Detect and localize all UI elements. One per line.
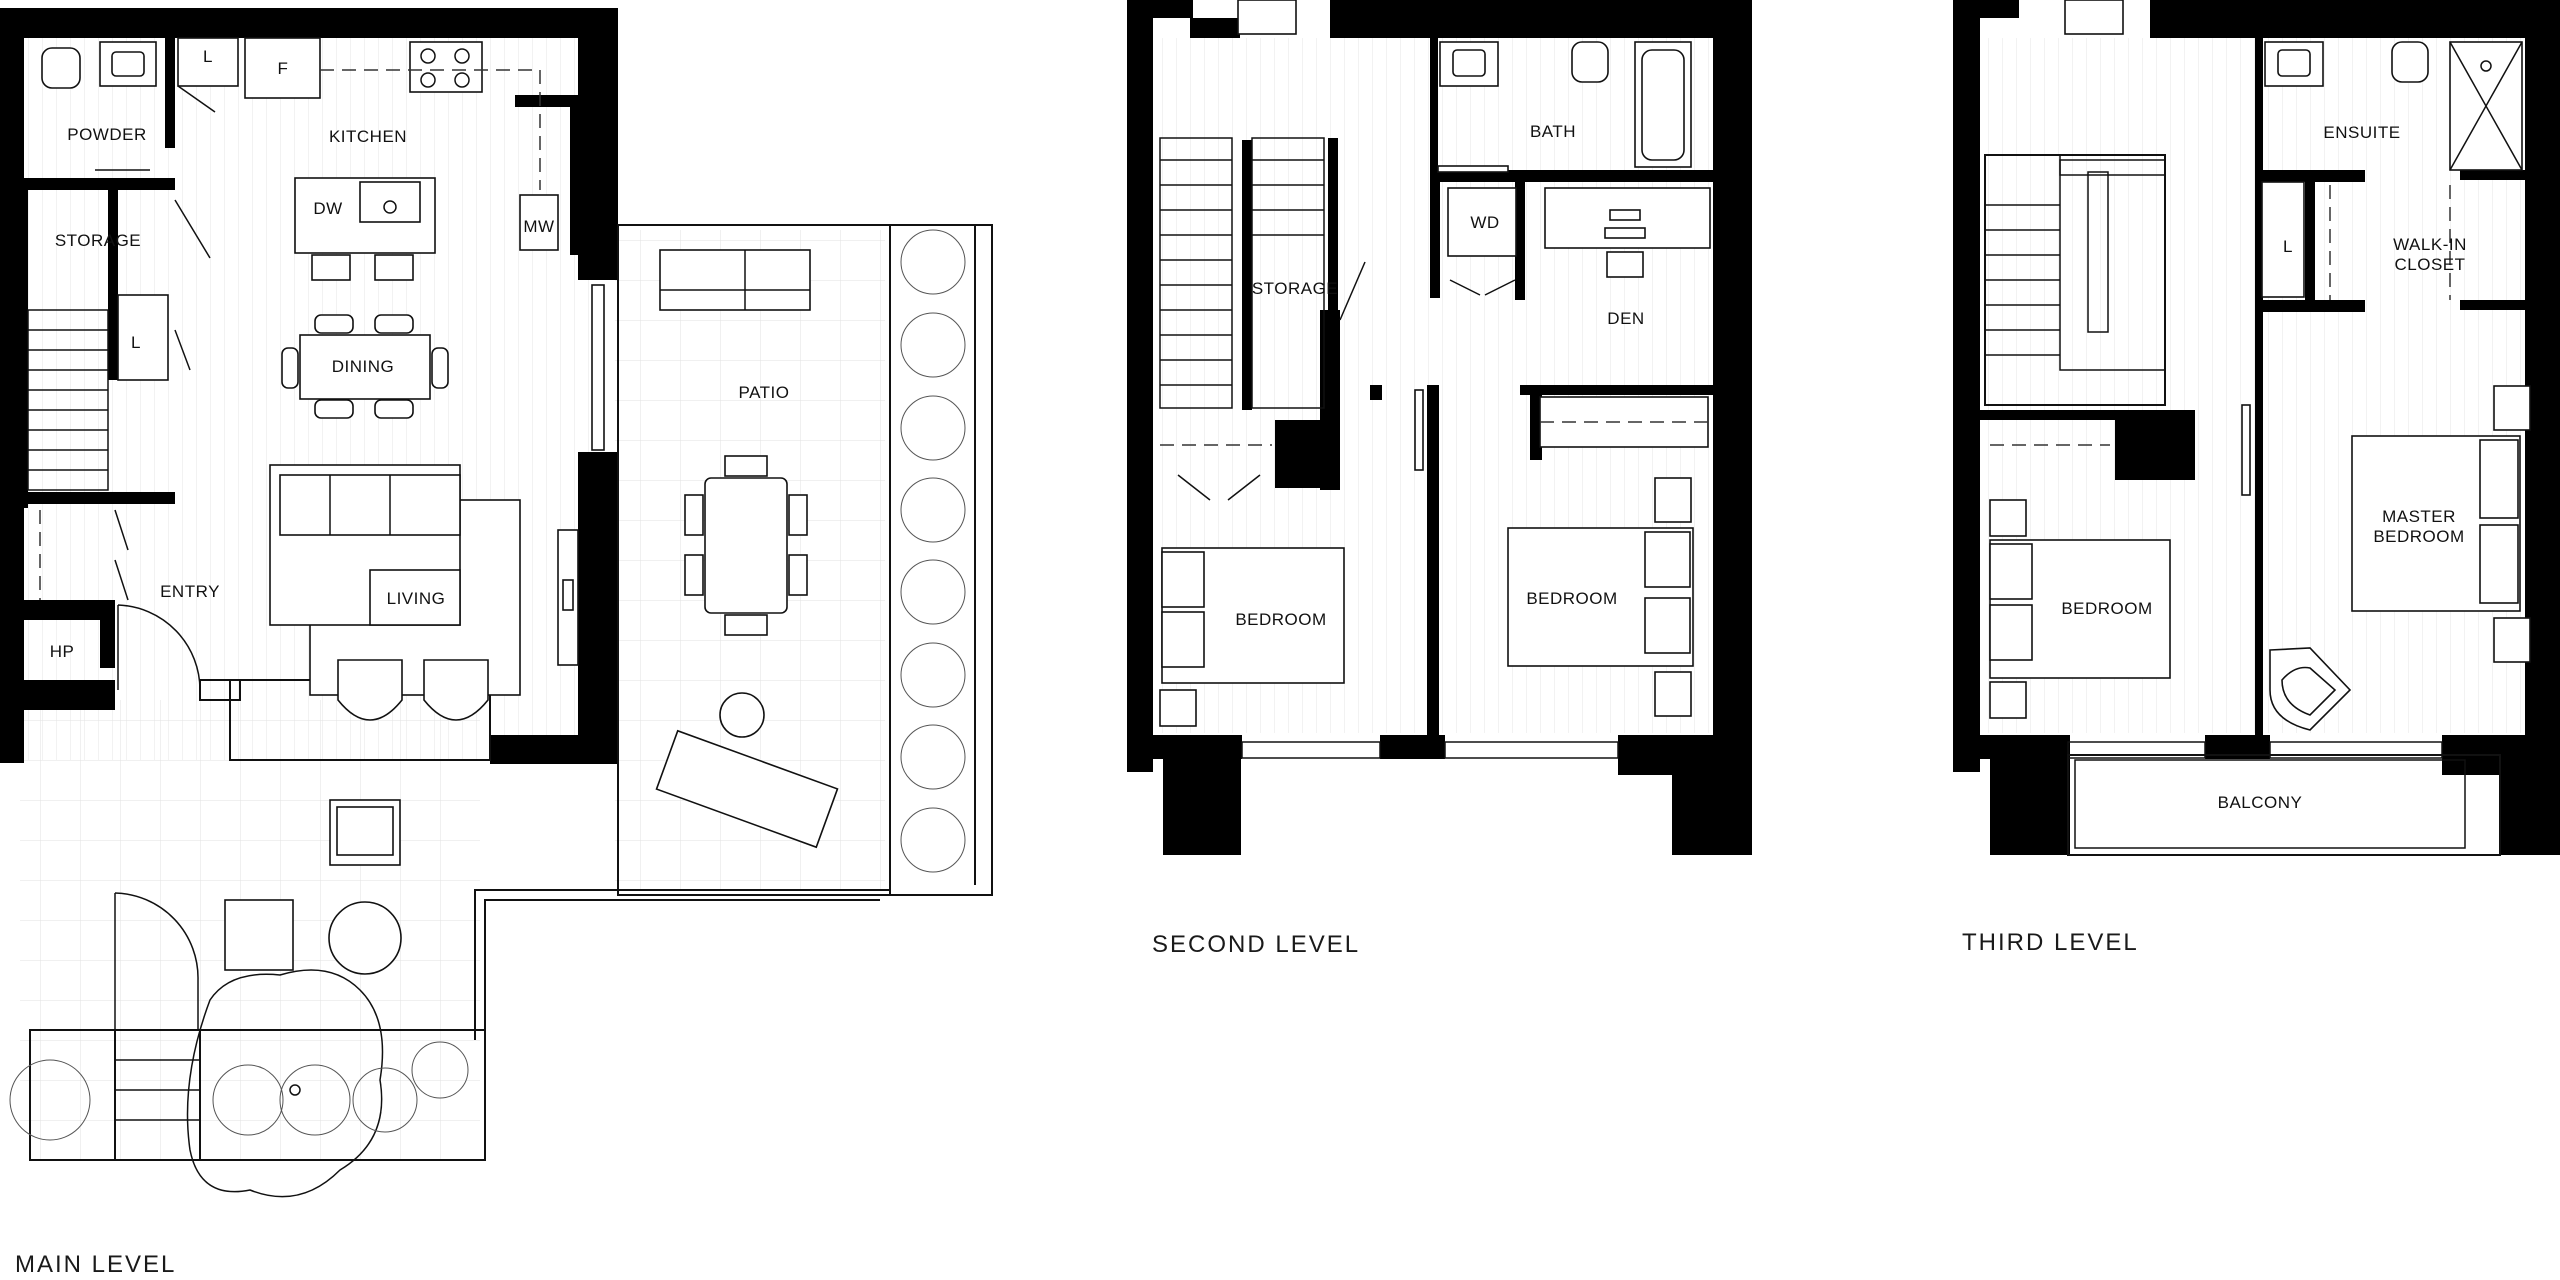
dining-label: DINING (332, 357, 395, 376)
dishwasher-label: DW (313, 199, 342, 218)
hp-label: HP (50, 642, 75, 661)
main-stairs (27, 309, 109, 491)
kitchen-label: KITCHEN (329, 127, 407, 146)
washer-dryer-label: WD (1470, 213, 1499, 232)
linen-stair-label: L (131, 333, 141, 352)
patio-planters (900, 229, 966, 873)
third-level-title: THIRD LEVEL (1962, 929, 2139, 956)
walk-in-label-line1: WALK-IN (2393, 235, 2467, 254)
main-level-plan: POWDER KITCHEN STORAGE DINING LIVING ENT… (0, 8, 993, 1278)
second-level-plan: BATH STORAGE DEN BEDROOM BEDROOM WD SECO… (1127, 0, 1752, 958)
main-walls (0, 8, 618, 764)
bedroom-third-label: BEDROOM (2061, 599, 2152, 618)
second-walls (1127, 0, 1752, 855)
master-label-line1: MASTER (2382, 507, 2456, 526)
main-level-title: MAIN LEVEL (15, 1251, 176, 1278)
second-level-title: SECOND LEVEL (1152, 931, 1360, 958)
second-stairs (1159, 137, 1325, 409)
storage-second-label: STORAGE (1252, 279, 1338, 298)
bath-label: BATH (1530, 122, 1576, 141)
linen-closet-label: L (203, 47, 213, 66)
living-label: LIVING (387, 589, 446, 608)
den-label: DEN (1607, 309, 1644, 328)
third-level-plan: ENSUITE WALK-IN CLOSET BEDROOM MASTER BE… (1953, 0, 2560, 956)
bedroom-right-label: BEDROOM (1526, 589, 1617, 608)
walk-in-label-line2: CLOSET (2394, 255, 2465, 274)
storage-label: STORAGE (55, 231, 141, 250)
third-stairs (1984, 154, 2166, 406)
bedroom-left-label: BEDROOM (1235, 610, 1326, 629)
entry-label: ENTRY (160, 582, 220, 601)
master-label-line2: BEDROOM (2373, 527, 2464, 546)
ensuite-label: ENSUITE (2323, 123, 2400, 142)
linen-third-label: L (2283, 237, 2293, 256)
patio-label: PATIO (739, 383, 790, 402)
powder-label: POWDER (67, 125, 147, 144)
balcony-label: BALCONY (2218, 793, 2303, 812)
third-walls (1953, 0, 2560, 855)
microwave-label: MW (523, 217, 554, 236)
fridge-label: F (278, 59, 289, 78)
